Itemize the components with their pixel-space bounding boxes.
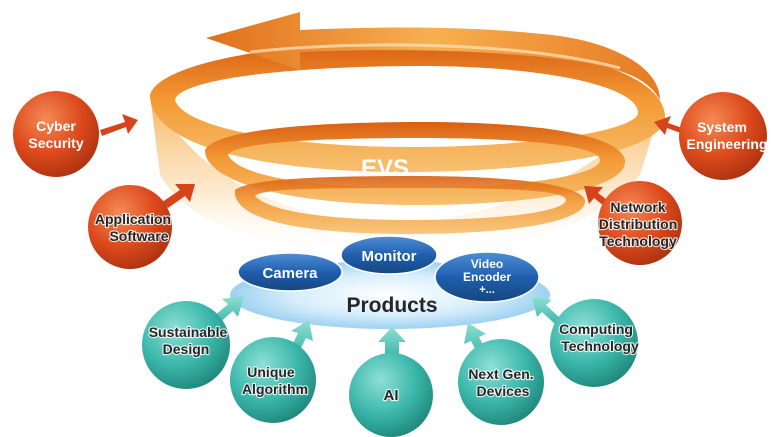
products-label: Products xyxy=(346,294,437,317)
cyber-security-label-2: Security xyxy=(28,135,83,151)
application-software-label-2: Software xyxy=(109,228,168,244)
monitor-pill: Monitor xyxy=(340,235,438,275)
camera-pill: Camera xyxy=(237,252,343,292)
computing-technology-label-2: Technology xyxy=(561,338,639,354)
red-node-cyber-security: Cyber Security xyxy=(13,91,138,177)
spiral-highlight xyxy=(249,43,621,70)
video-encoder-pill: Video Encoder +... xyxy=(434,251,540,303)
network-distribution-label-3: Technology xyxy=(599,233,677,249)
teal-node-sustainable-design: Sustainable Design xyxy=(142,296,244,389)
video-encoder-label-1: Video xyxy=(471,257,503,271)
monitor-label: Monitor xyxy=(362,248,417,265)
unique-algorithm-label-2: Algorithm xyxy=(242,381,308,397)
teal-node-next-gen-devices: Next Gen. Devices xyxy=(458,323,544,425)
arrow-computing-technology xyxy=(532,297,560,324)
spiral-top-arrow xyxy=(206,12,660,100)
system-engineering-label-2: Engineering xyxy=(687,136,768,152)
arrow-cyber-security xyxy=(100,114,138,136)
red-node-network-distribution: Network Distribution Technology xyxy=(584,181,682,265)
sustainable-design-label-2: Design xyxy=(163,341,210,357)
sustainable-design-label-1: Sustainable xyxy=(149,324,228,340)
next-gen-devices-label-2: Devices xyxy=(477,383,530,399)
evs-title: EVS xyxy=(361,155,409,182)
evs-spiral xyxy=(150,12,666,255)
next-gen-devices-label-1: Next Gen. xyxy=(468,366,533,382)
application-software-label-1: Application xyxy=(95,211,171,227)
network-distribution-label-1: Network xyxy=(610,199,665,215)
teal-node-computing-technology: Computing Technology xyxy=(532,297,640,387)
arrow-ai xyxy=(378,327,406,356)
video-encoder-label-2: Encoder xyxy=(463,270,511,284)
products-platform: Products Camera Monitor Video Encoder +.… xyxy=(230,235,550,329)
cyber-security-label-1: Cyber xyxy=(36,118,76,134)
camera-label: Camera xyxy=(262,265,318,282)
arrow-application-software xyxy=(162,184,195,208)
spiral-ring-3 xyxy=(234,176,586,234)
teal-node-ai: AI xyxy=(349,327,433,437)
computing-technology-label-1: Computing xyxy=(559,321,633,337)
video-encoder-label-3: +... xyxy=(479,284,495,296)
red-node-system-engineering: System Engineering xyxy=(654,92,767,180)
arrow-sustainable-design xyxy=(212,296,244,324)
red-node-application-software: Application Software xyxy=(88,184,195,269)
unique-algorithm-label-1: Unique xyxy=(247,364,295,380)
network-distribution-label-2: Distribution xyxy=(599,216,678,232)
teal-node-unique-algorithm: Unique Algorithm xyxy=(230,320,316,423)
system-engineering-label-1: System xyxy=(697,119,747,135)
ai-label: AI xyxy=(384,387,399,404)
